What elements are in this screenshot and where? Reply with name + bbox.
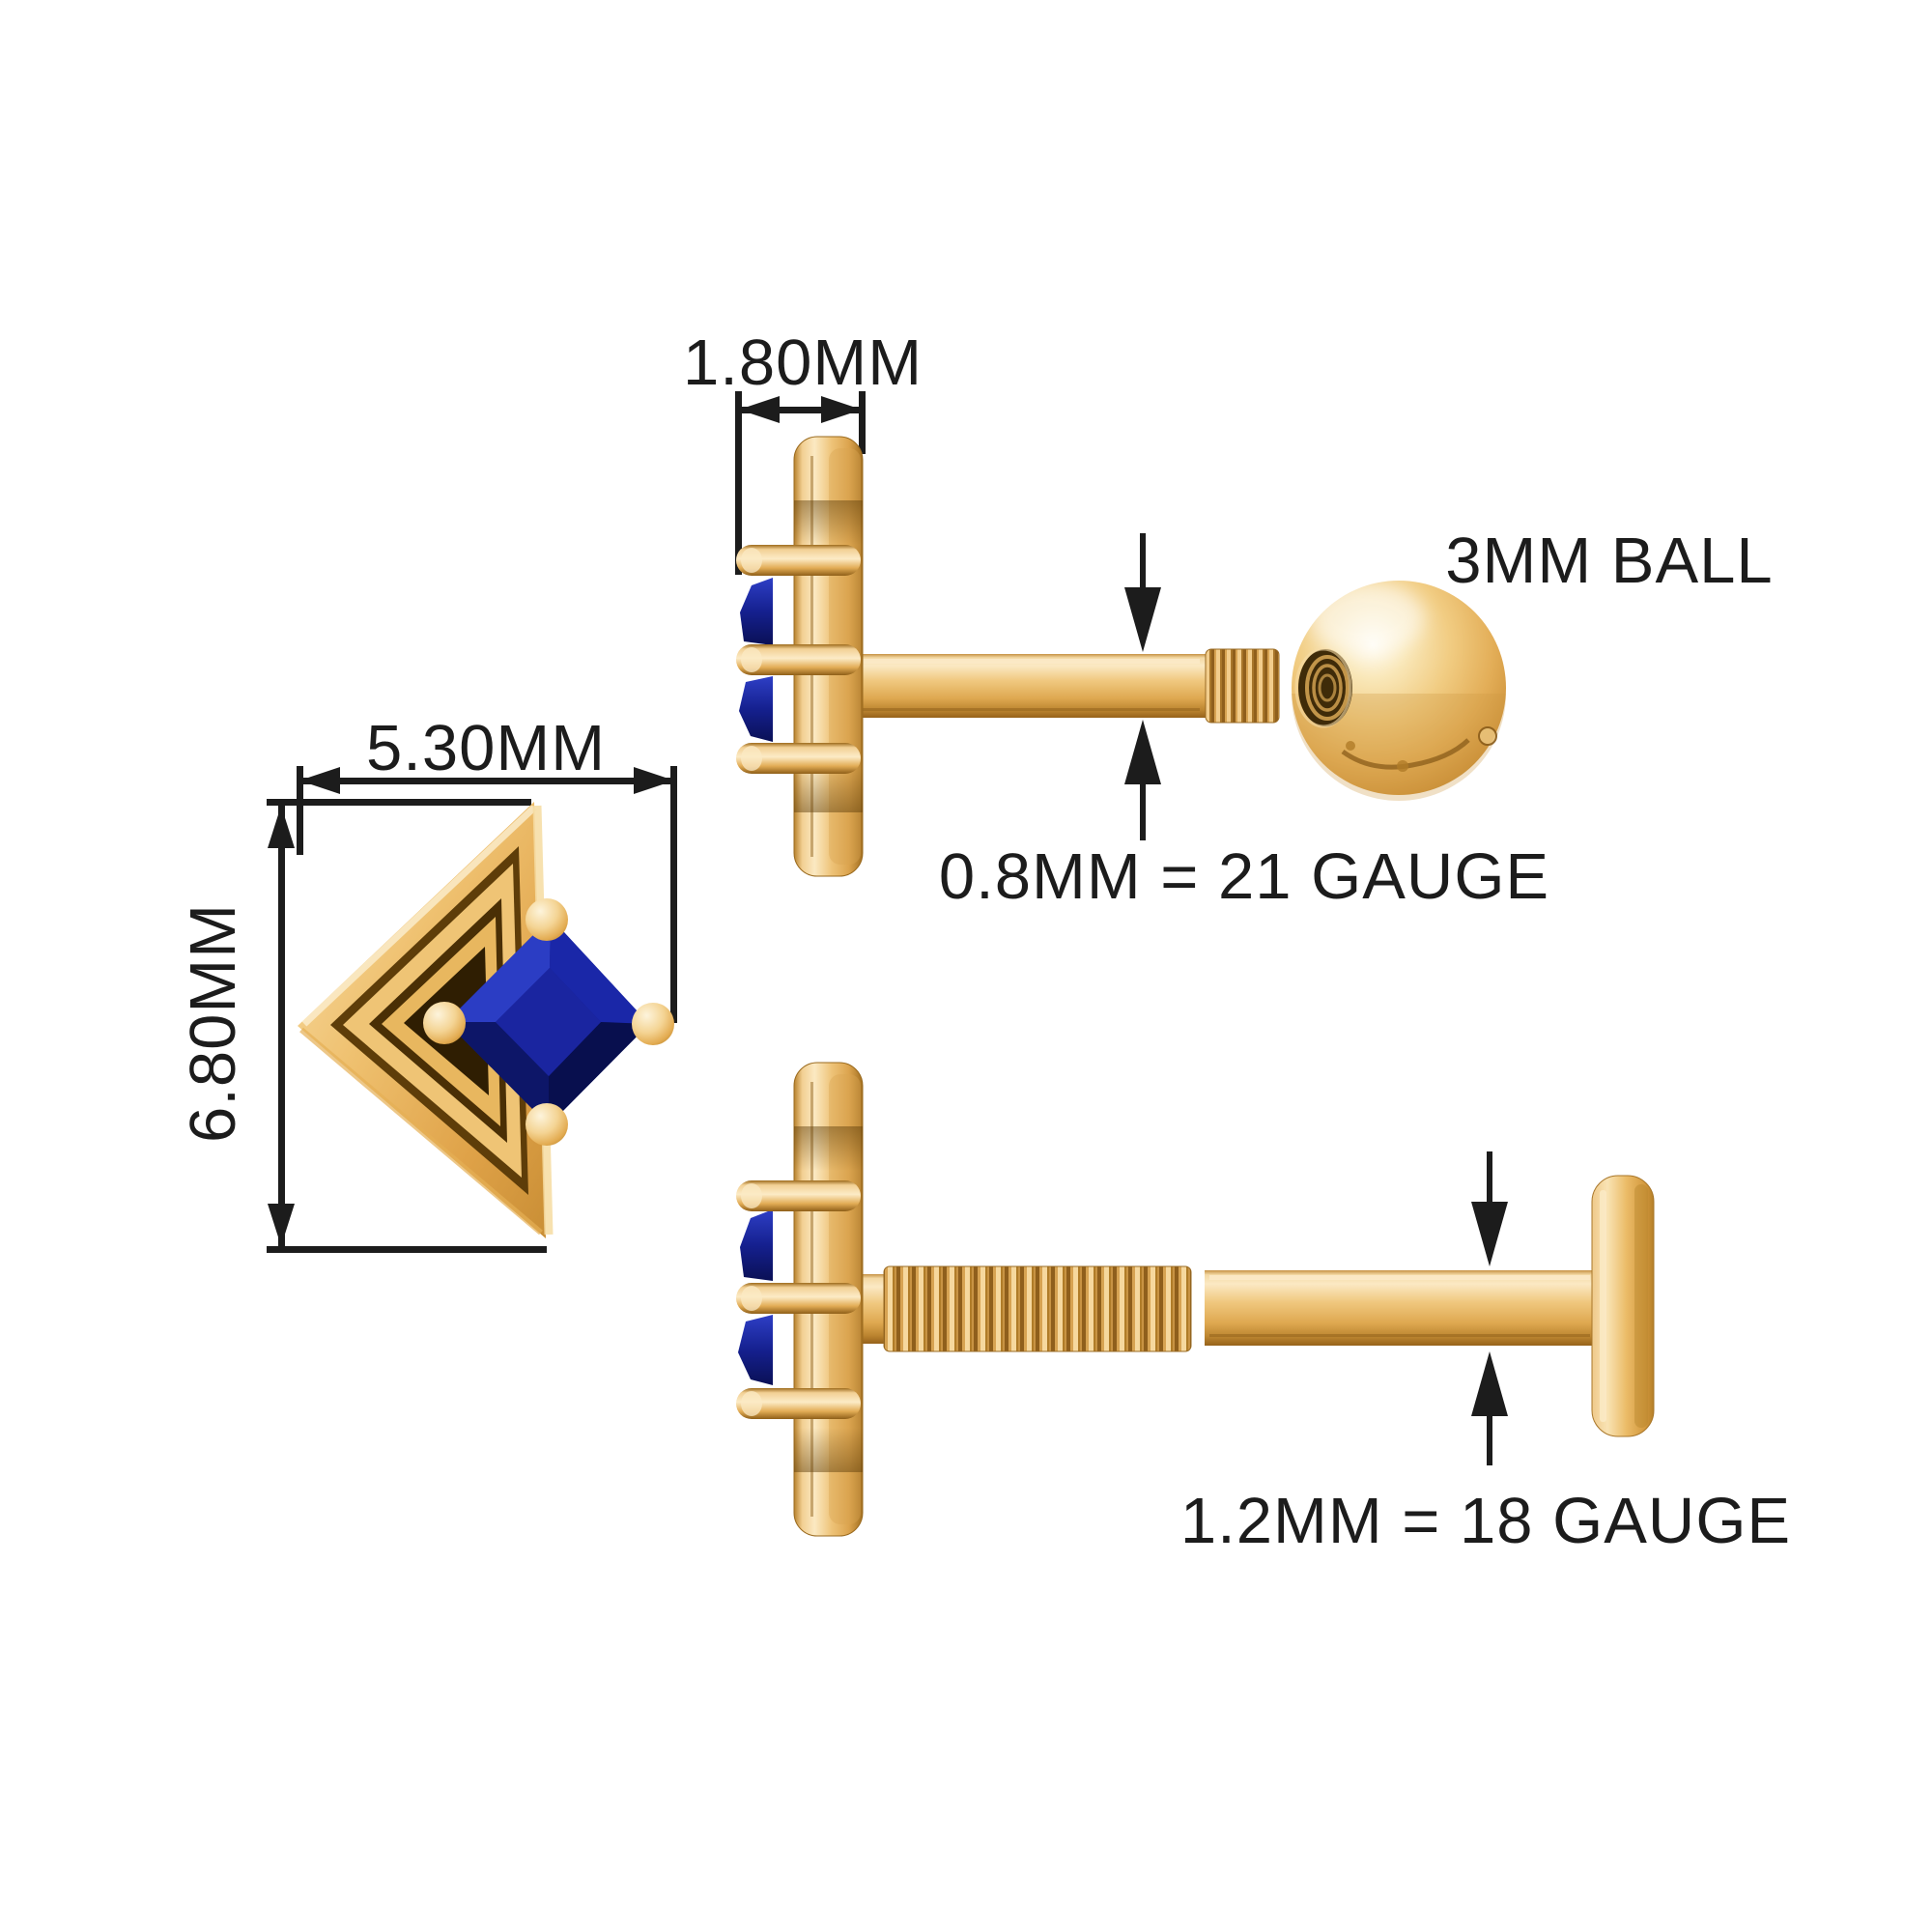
arrow-right-icon xyxy=(634,767,674,794)
arrow-down-icon xyxy=(268,1204,295,1246)
bottom-head-side xyxy=(736,1062,864,1537)
arrow-line xyxy=(1487,1412,1492,1465)
ball-lower-shade xyxy=(1292,694,1506,801)
stone-facet xyxy=(446,918,551,1022)
head-notch xyxy=(794,1126,863,1171)
prong-cap xyxy=(741,548,762,573)
extension-line xyxy=(859,391,866,454)
extension-line xyxy=(297,766,303,855)
front-width-label: 5.30MM xyxy=(366,712,606,784)
hole-rim xyxy=(1294,647,1352,728)
threaded-shaft xyxy=(883,1265,1192,1352)
stone-facet xyxy=(549,1022,649,1125)
front-height-label: 6.80MM xyxy=(177,903,249,1143)
prong xyxy=(632,1003,674,1045)
prong-cap xyxy=(741,647,762,672)
back-disc xyxy=(1591,1175,1655,1437)
hole-thread-ring xyxy=(1312,664,1343,712)
hole-thread-ring xyxy=(1318,673,1337,702)
head-notch xyxy=(794,768,863,812)
prong-bar xyxy=(736,1180,861,1211)
top-gauge-label: 0.8MM = 21 GAUGE xyxy=(939,840,1549,913)
prong-cap xyxy=(741,746,762,771)
dimension-line xyxy=(739,407,862,413)
prong xyxy=(423,1002,466,1044)
ball-highlight xyxy=(1309,582,1425,655)
arrow-line xyxy=(1140,784,1146,840)
shaft-highlight xyxy=(862,659,1200,664)
thread-tip xyxy=(1205,648,1280,724)
extension-line xyxy=(735,391,742,575)
dimension-head-width: 1.80MM xyxy=(683,327,923,575)
arrow-line xyxy=(1140,533,1146,589)
stone-side-sliver xyxy=(740,578,773,645)
tube-shade xyxy=(1209,1334,1590,1337)
dimension-top-gauge: 0.8MM = 21 GAUGE xyxy=(939,533,1549,913)
extension-line xyxy=(267,1246,547,1253)
disc-shade xyxy=(1634,1184,1648,1428)
front-view: 5.30MM 6.80MM xyxy=(177,712,677,1253)
prong-cap xyxy=(741,1286,762,1311)
prong xyxy=(526,898,568,941)
prong-bar xyxy=(736,545,861,576)
ball-end xyxy=(1292,581,1506,801)
bottom-side-view: 1.2MM = 18 GAUGE xyxy=(736,1062,1791,1557)
extension-line xyxy=(267,799,531,806)
post-collar xyxy=(858,1274,887,1344)
bottom-gauge-label: 1.2MM = 18 GAUGE xyxy=(1180,1485,1791,1557)
head-notch xyxy=(794,1428,863,1472)
top-head-side xyxy=(736,436,864,877)
dimension-line xyxy=(300,778,673,784)
arrow-up-icon xyxy=(268,806,295,848)
stone-facet xyxy=(550,918,649,1024)
ball-label: 3MM BALL xyxy=(1445,525,1773,597)
stone-facet xyxy=(446,1022,549,1125)
disc-highlight xyxy=(1600,1190,1606,1422)
arrow-line xyxy=(1487,1151,1492,1205)
ball-reflection-dot xyxy=(1478,726,1497,746)
arrow-left-icon xyxy=(299,767,340,794)
post-shaft xyxy=(858,654,1206,718)
stone-side-sliver xyxy=(740,1209,773,1281)
arrow-down-icon xyxy=(1471,1202,1508,1266)
ball-reflection-dot xyxy=(1346,741,1355,751)
back-tube xyxy=(1205,1270,1595,1346)
prong-cap xyxy=(741,1391,762,1416)
sapphire-stone-front xyxy=(423,898,674,1146)
dimension-line xyxy=(278,806,285,1246)
flat-back-piece xyxy=(1205,1175,1655,1437)
ball-reflection xyxy=(1341,738,1470,770)
arrow-up-icon xyxy=(1124,720,1161,784)
extension-line xyxy=(670,766,677,1023)
shaft-shade xyxy=(862,708,1200,711)
edge-highlight xyxy=(301,805,537,1027)
prong xyxy=(526,1103,568,1146)
dimension-bottom-gauge: 1.2MM = 18 GAUGE xyxy=(1180,1151,1791,1557)
head-notch xyxy=(794,500,863,545)
arrow-right-icon xyxy=(821,396,862,423)
hole-thread-ring xyxy=(1305,655,1350,721)
bottom-post xyxy=(858,1265,1192,1352)
tube-highlight xyxy=(1209,1275,1590,1280)
dimension-front-height: 6.80MM xyxy=(177,799,547,1253)
edge-highlight xyxy=(299,1027,543,1236)
arrow-left-icon xyxy=(739,396,780,423)
arrow-up-icon xyxy=(1471,1351,1508,1416)
ball-reflection-dot xyxy=(1397,760,1408,772)
prong-bar xyxy=(736,743,861,774)
prong-bar xyxy=(736,1283,861,1314)
prong-cap xyxy=(741,1183,762,1208)
stone-side-sliver xyxy=(738,1315,773,1385)
stone-table xyxy=(496,968,601,1076)
arrow-down-icon xyxy=(1124,587,1161,652)
head-width-label: 1.80MM xyxy=(683,327,923,399)
prong-bar xyxy=(736,1388,861,1419)
prong-bar xyxy=(736,644,861,675)
top-side-view: 1.80MM xyxy=(683,327,1773,913)
stone-side-sliver xyxy=(739,676,773,742)
dimension-front-width: 5.30MM xyxy=(297,712,677,1023)
top-post xyxy=(858,648,1280,724)
